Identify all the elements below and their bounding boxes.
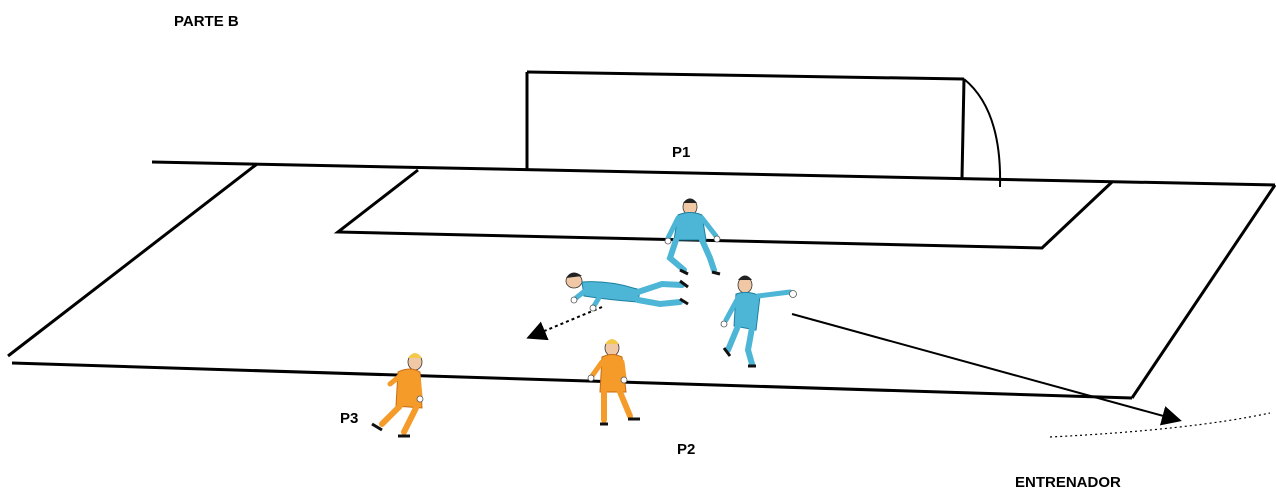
label-p3: P3 — [340, 410, 359, 427]
right-box-side — [1130, 184, 1276, 399]
p1-goalkeeper-figure — [664, 198, 721, 276]
diagram-title: PARTE B — [174, 13, 239, 30]
goal-line — [151, 160, 1276, 187]
p3-player-figure — [371, 353, 424, 438]
goal — [525, 70, 1002, 188]
pass-arrow — [791, 313, 1182, 426]
throwing-goalkeeper-figure — [720, 275, 797, 368]
diving-goalkeeper-figure — [565, 272, 689, 312]
p2-player-figure — [587, 339, 640, 426]
label-coach: ENTRENADOR — [1015, 474, 1121, 491]
label-p2: P2 — [677, 441, 696, 458]
movement-arrows — [526, 306, 1271, 438]
dotted-arrow — [526, 306, 603, 341]
coach-dotted-arc — [1049, 412, 1271, 438]
field-lines — [7, 160, 1276, 400]
box-front-line — [11, 361, 1133, 400]
left-box-side — [7, 162, 258, 358]
small-box — [333, 168, 1114, 250]
label-p1: P1 — [672, 144, 691, 161]
